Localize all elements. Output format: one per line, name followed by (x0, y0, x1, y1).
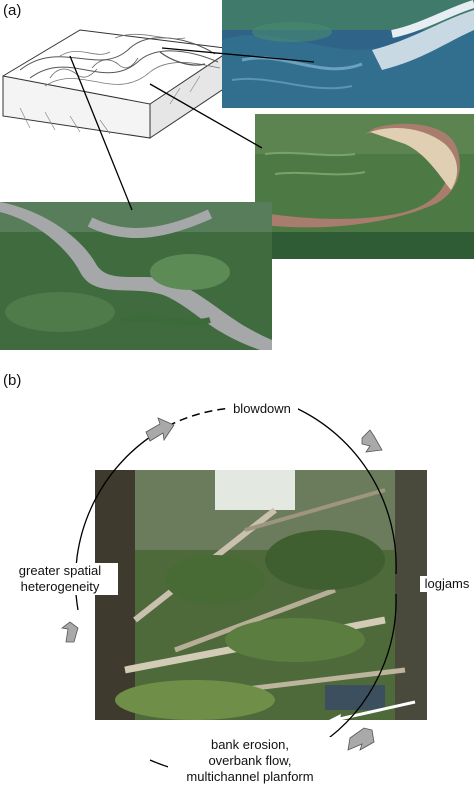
floodplain-block-diagram (2, 29, 225, 139)
label-logjams: logjams (420, 576, 474, 592)
label-bank-line-2: overbank flow, (208, 753, 292, 768)
panel-a-label: (a) (3, 2, 22, 19)
label-bank-erosion: bank erosion, overbank flow, multichanne… (168, 737, 332, 785)
label-spatial-line-1: greater spatial (18, 563, 102, 578)
cycle-arc-dashed (167, 407, 233, 427)
label-spatial-heterogeneity: greater spatial heterogeneity (2, 563, 118, 595)
cycle-arrow-top-left (145, 417, 175, 442)
cycle-arrow-bottom-right (347, 727, 375, 751)
aerial-photo-middle (255, 114, 474, 259)
cycle-arrow-top-right (361, 429, 383, 453)
cycle-arrow-left (61, 621, 79, 643)
panel-b-label: (b) (3, 372, 22, 389)
label-blowdown: blowdown (226, 401, 298, 417)
label-spatial-line-2: heterogeneity (20, 579, 100, 594)
label-bank-line-3: multichannel planform (186, 769, 314, 784)
forest-blowdown-photo (95, 470, 427, 720)
aerial-photo-bottom (0, 202, 272, 350)
cycle-arc-right (295, 407, 397, 575)
aerial-photo-top (222, 0, 474, 108)
label-bank-line-1: bank erosion, (210, 737, 290, 752)
connector-lines (69, 47, 315, 211)
